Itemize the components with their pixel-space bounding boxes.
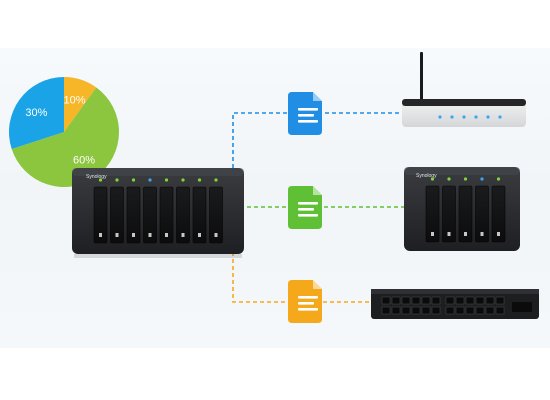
drive-bay	[143, 186, 157, 244]
drive-status-led	[214, 178, 218, 182]
antenna	[420, 52, 423, 102]
pie-slice-1	[11, 87, 120, 188]
small-nas-device: Synology	[404, 167, 520, 251]
switch-ports	[381, 296, 505, 315]
drive-bay	[425, 185, 440, 243]
drive-bay-latch	[181, 233, 185, 237]
switch-port	[465, 296, 475, 305]
pie-slice-label-0: 10%	[64, 95, 86, 107]
switch-port	[445, 306, 455, 315]
switch-port	[411, 296, 421, 305]
switch-port	[495, 306, 505, 315]
switch-port	[455, 296, 465, 305]
connection-lines	[232, 112, 405, 303]
drive-status-led	[181, 178, 185, 182]
drive-status-led	[98, 178, 103, 182]
drive-bay-latch	[165, 233, 168, 237]
pie-slice-label-1: 60%	[73, 155, 95, 167]
main-nas-bays	[93, 178, 223, 244]
drive-bay-latch	[198, 233, 201, 237]
switch-port	[465, 306, 475, 315]
drive-bay	[209, 186, 223, 244]
switch-port	[401, 306, 411, 315]
document-icon-green	[288, 186, 322, 229]
drive-bay	[93, 186, 108, 244]
drive-bay	[126, 186, 141, 244]
switch-port	[485, 296, 495, 305]
switch-port	[421, 296, 431, 305]
document-icon-orange	[288, 280, 322, 323]
drive-bay	[458, 185, 473, 243]
small-nas-brand: Synology	[416, 173, 437, 179]
pie-slice-0	[64, 77, 97, 132]
drive-bay-latch	[431, 232, 434, 236]
main-nas-device: Synology	[72, 168, 244, 258]
drive-bay-latch	[464, 232, 467, 236]
drive-bay	[110, 186, 124, 244]
drive-bay	[491, 185, 506, 243]
drive-bay-latch	[99, 233, 102, 237]
router-device	[402, 52, 526, 127]
drive-bay-latch	[148, 233, 152, 237]
drive-bay	[159, 186, 174, 244]
switch-port	[475, 306, 485, 315]
switch-port	[381, 296, 391, 305]
drive-status-led	[148, 178, 152, 182]
drive-bay-latch	[447, 232, 451, 236]
drive-bay	[475, 185, 489, 243]
drive-status-led	[131, 178, 136, 182]
small-nas-bays	[425, 177, 506, 243]
document-icons	[288, 92, 322, 323]
switch-port	[391, 296, 401, 305]
switch-port	[421, 306, 431, 315]
pie-slice-2	[8, 77, 64, 149]
drive-status-led	[197, 178, 202, 182]
switch-port	[485, 306, 495, 315]
drive-status-led	[115, 178, 119, 182]
drive-bay	[442, 185, 456, 243]
switch-port	[445, 296, 455, 305]
switch-port	[391, 306, 401, 315]
drive-status-led	[430, 177, 435, 181]
switch-port	[431, 306, 441, 315]
network-switch-device	[371, 289, 539, 319]
switch-port	[495, 296, 505, 305]
document-icon-blue	[288, 92, 322, 135]
switch-port	[381, 306, 391, 315]
drive-status-led	[463, 177, 468, 181]
drive-status-led	[496, 177, 501, 181]
drive-bay-latch	[497, 232, 500, 236]
drive-bay-latch	[480, 232, 484, 236]
pie-slice-label-2: 30%	[25, 107, 47, 119]
switch-port	[411, 306, 421, 315]
switch-port	[475, 296, 485, 305]
drive-bay-latch	[115, 233, 119, 237]
router-status-leds	[438, 115, 502, 119]
switch-port	[455, 306, 465, 315]
drive-bay	[176, 186, 190, 244]
drive-status-led	[447, 177, 451, 181]
switch-port	[401, 296, 411, 305]
main-nas-brand: Synology	[86, 174, 107, 180]
switch-port	[431, 296, 441, 305]
drive-bay	[192, 186, 207, 244]
drive-status-led	[480, 177, 484, 181]
drive-bay-latch	[132, 233, 135, 237]
connection-line-switch	[232, 245, 372, 303]
pie-chart: 10% 60% 30%	[8, 77, 120, 188]
drive-status-led	[164, 178, 169, 182]
drive-bay-latch	[214, 233, 218, 237]
